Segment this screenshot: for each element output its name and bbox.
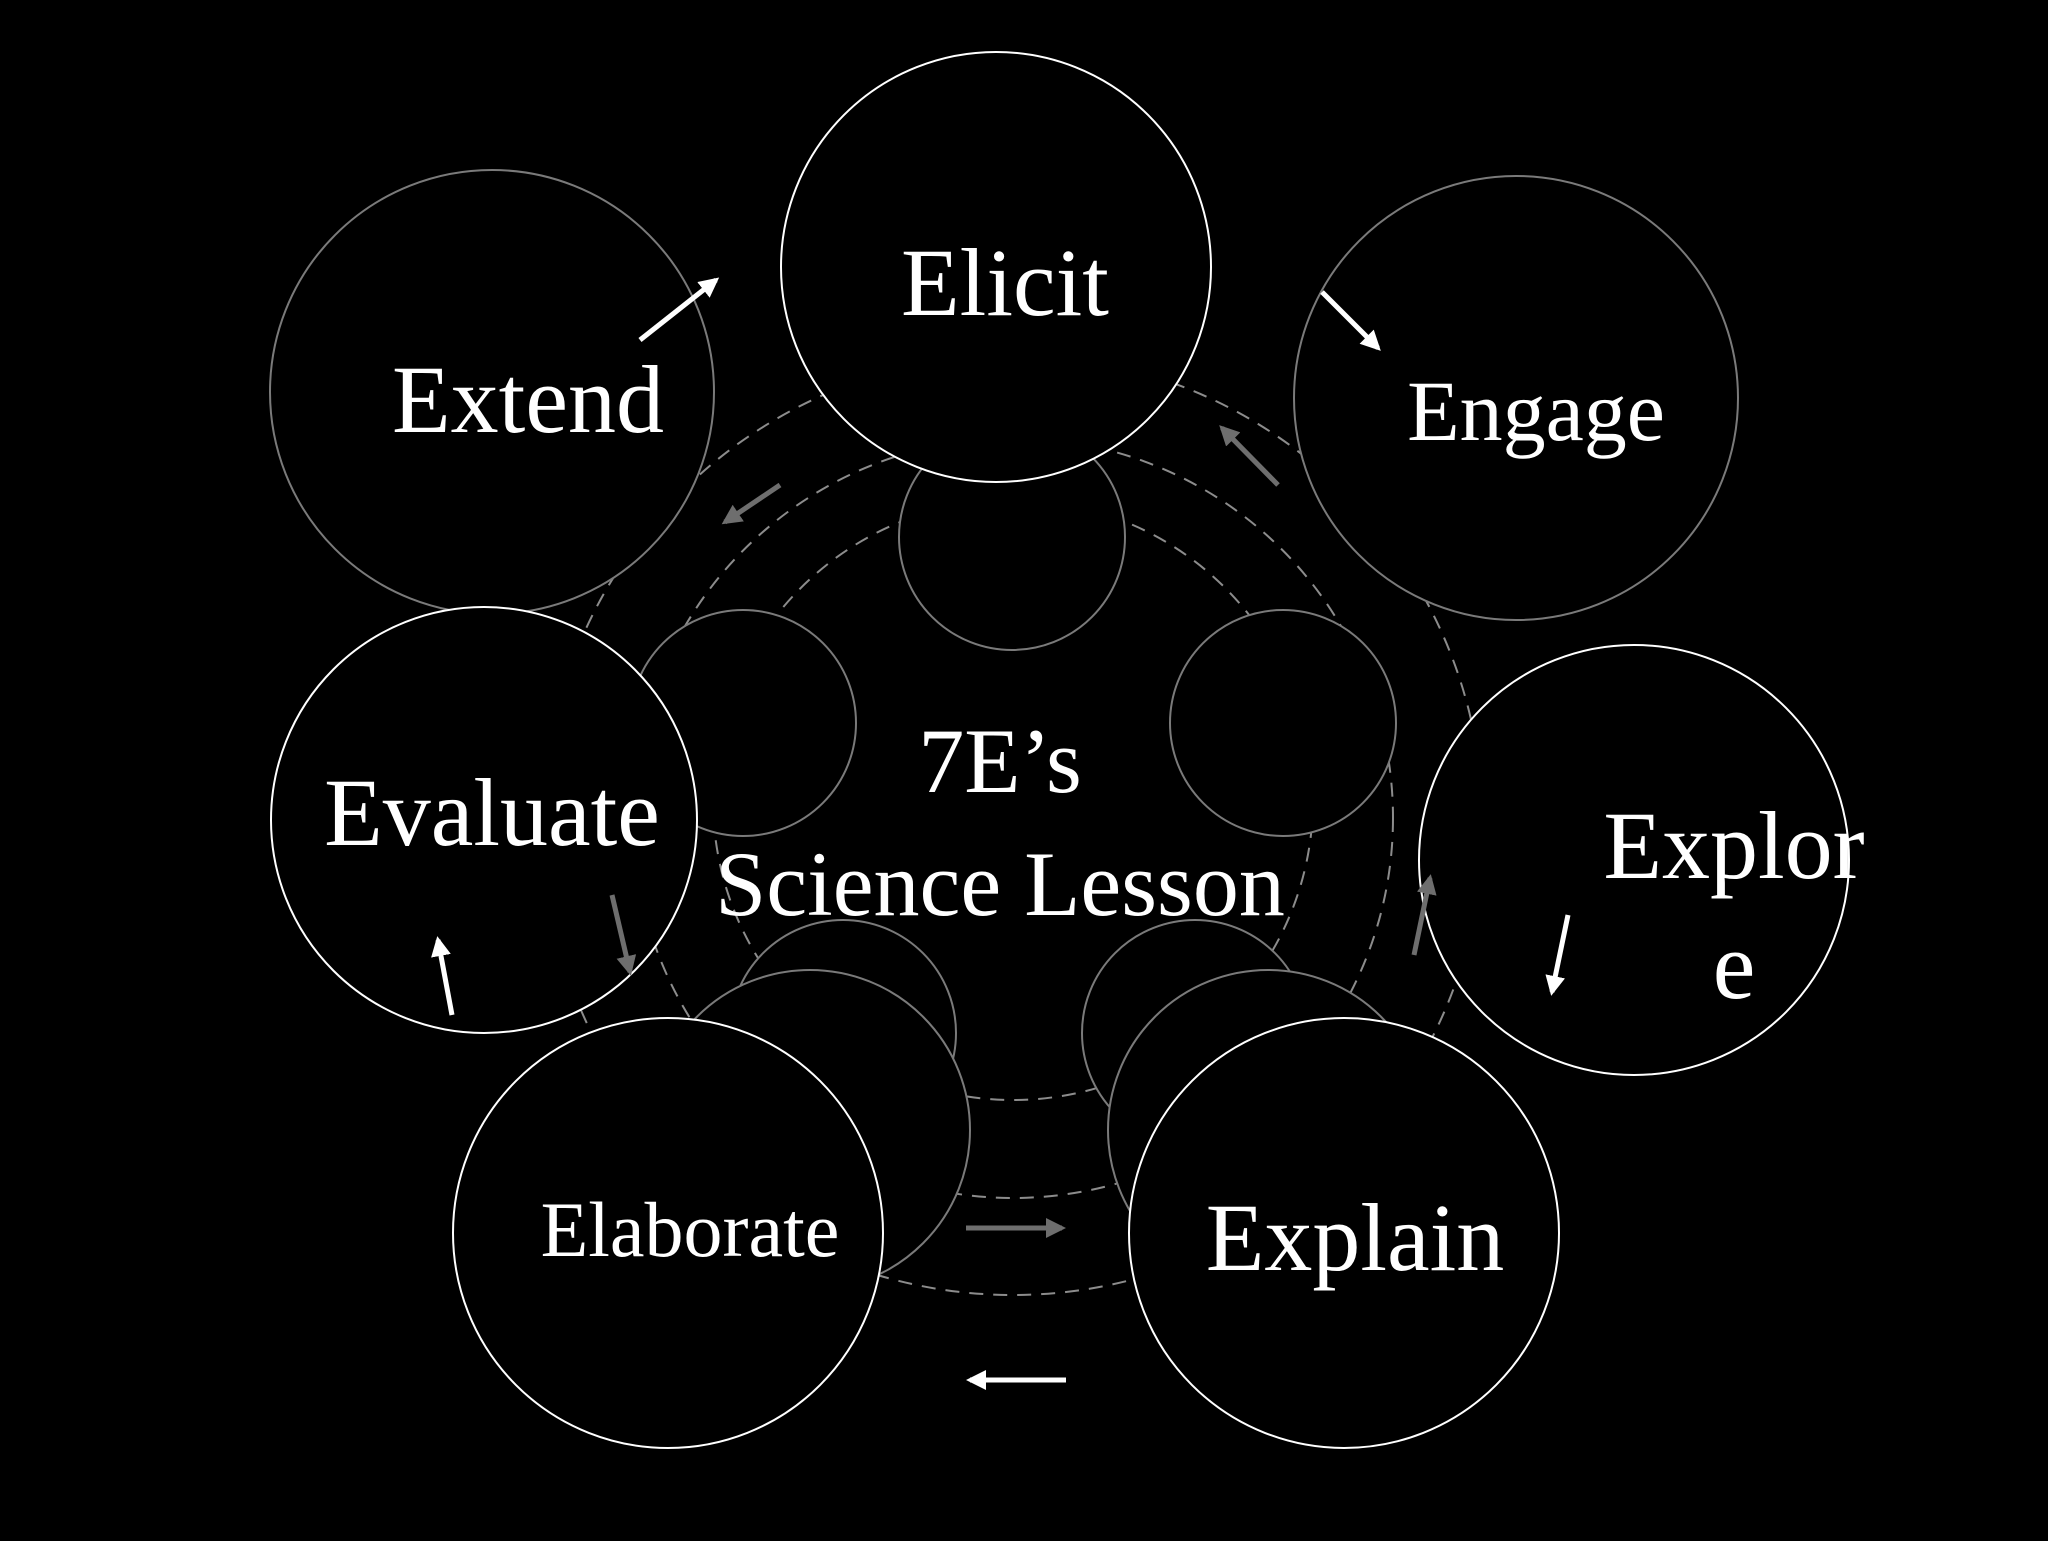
stage-label-explore-line2: e <box>1713 912 1756 1019</box>
stage-label-elaborate: Elaborate <box>541 1186 840 1273</box>
stage-label-explore-line1: Explor <box>1603 792 1864 899</box>
stage-label-explain: Explain <box>1206 1184 1505 1291</box>
ghost-arrow-evaluate-to-elaborate <box>609 894 637 976</box>
stage-label-elicit: Elicit <box>901 229 1109 336</box>
center-title-line1: 7E’s <box>918 710 1082 812</box>
stage-label-engage: Engage <box>1407 363 1665 459</box>
ghost-circle-right <box>1169 609 1397 837</box>
center-title-line2: Science Lesson <box>715 833 1285 935</box>
arrow-engage-to-explore <box>1545 914 1571 996</box>
stage-circle-elaborate <box>452 1017 884 1449</box>
arrow-elicit-to-engage <box>1320 290 1381 351</box>
stage-circle-explore <box>1418 644 1850 1076</box>
stage-circle-explain <box>1128 1017 1560 1449</box>
arrow-elaborate-to-evaluate <box>431 936 455 1016</box>
ghost-arrow-explore-to-engage <box>1411 874 1437 956</box>
stage-label-extend: Extend <box>392 346 664 453</box>
stage-circle-elicit <box>780 51 1212 483</box>
ghost-arrow-elicit-to-extend <box>721 482 782 525</box>
arrow-extend-to-elicit <box>638 277 720 342</box>
stage-label-evaluate: Evaluate <box>324 759 660 866</box>
stage-circle-evaluate <box>270 606 698 1034</box>
stage-circle-engage <box>1293 175 1739 621</box>
ghost-arrow-engage-to-elicit <box>1219 425 1280 487</box>
